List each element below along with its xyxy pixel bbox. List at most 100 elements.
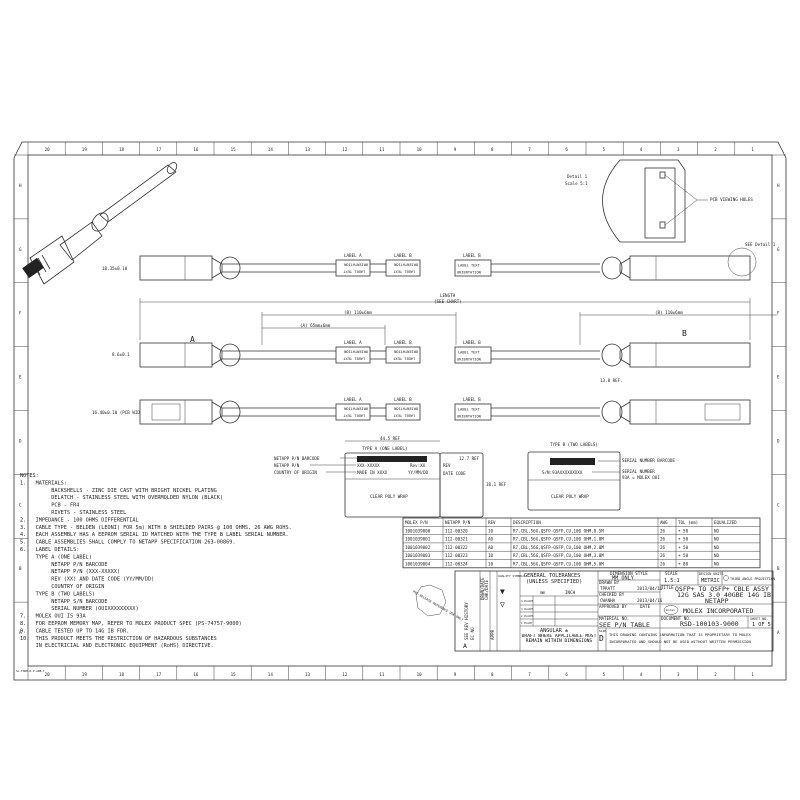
label-a-ref-width: 44.5 REF: [380, 436, 401, 441]
table-cell: 1001039002: [405, 545, 431, 550]
table-cell: 112-00323: [445, 553, 468, 558]
zone-column-label: 8: [491, 147, 494, 152]
company: MOLEX INCORPORATED: [683, 607, 754, 615]
table-header: NETAPP P/N: [445, 520, 471, 525]
serial-barcode-label: SERIAL NUMBER BARCODE: [622, 458, 675, 463]
zone-column-label: 2: [714, 672, 717, 677]
detail-1-circle: [727, 247, 757, 277]
connector-a: [139, 342, 213, 368]
label-type-a: 44.5 REF TYPE A (ONE LABEL) NETAPP P/N B…: [274, 436, 507, 518]
zone-column-label: 11: [379, 147, 385, 152]
table-cell: A0: [488, 545, 494, 550]
cable-assembly-views: 18.35±0.10 8.6±0.1 16.40±0.10 (PCB WIDTH…: [92, 247, 777, 425]
zone-row-label: G: [19, 247, 22, 252]
label-text: LABEL TEXT: [393, 414, 415, 418]
orientation-text: ORIENTATION: [394, 263, 418, 267]
checked-by-label: CHECKED BY: [599, 592, 625, 597]
table-cell: NO: [714, 537, 720, 542]
rev-label: REV: [443, 463, 451, 468]
note-line: BACKSHELLS - ZINC DIE CAST WITH BRIGHT N…: [20, 488, 217, 494]
drawn-by-label: DRAWN BY: [599, 580, 620, 585]
zone-row-label: C: [777, 502, 780, 507]
zone-row-label: D: [19, 438, 22, 443]
zone-column-label: 20: [45, 672, 51, 677]
table-cell: 112-00322: [445, 545, 468, 550]
pull-tab-loop: [219, 343, 241, 367]
pull-tab-loop: [601, 400, 623, 424]
notes-block: NOTES:1. MATERIALS: BACKSHELLS - ZINC DI…: [20, 473, 292, 649]
zone-column-label: 20: [45, 147, 51, 152]
table-cell: + 50: [678, 537, 689, 542]
connector-b: [629, 399, 751, 425]
zone-row-label: B: [19, 566, 22, 571]
zone-row-label: D: [777, 438, 780, 443]
note-line: 3. CABLE TYPE - BELDEN (LEONI) FOR 5m) W…: [20, 525, 292, 531]
table-cell: 26: [660, 562, 666, 567]
appr: APPR: [490, 629, 495, 640]
zone-row-label: F: [19, 311, 22, 316]
pn-value: XXX-XXXXX: [357, 463, 380, 468]
pull-tab-loop: [601, 343, 623, 367]
table-cell: R7,CBL,56G,QSFP-QSFP,CU,100 OHM,0.5M: [513, 528, 604, 533]
table-header: REV: [488, 520, 496, 525]
orientation-text: ORIENTATION: [344, 350, 368, 354]
zone-column-label: 10: [417, 147, 423, 152]
note-line: 4. EACH ASSEMBLY HAS A EEPROM SERIAL ID …: [20, 532, 289, 538]
label-b-box: [454, 259, 492, 277]
zone-column-label: 14: [268, 147, 274, 152]
unless-specified: (UNLESS SPECIFIED): [526, 579, 582, 585]
label-a-title: LABEL A: [344, 253, 362, 258]
label-b-title: LABEL B: [463, 253, 481, 258]
note-line: DELATCH - STAINLESS STEEL WITH OVERMOLDE…: [20, 495, 223, 501]
projection-symbol-icon: [723, 575, 729, 581]
note-line: 8. FOR EEPROM MEMORY MAP, REFER TO MOLEX…: [20, 621, 242, 627]
scale-label: SCALE: [665, 571, 678, 576]
zone-column-label: 12: [342, 147, 348, 152]
zone-row-label: B: [777, 566, 780, 571]
pull-tab-loop: [219, 400, 241, 424]
zone-column-label: 4: [640, 147, 643, 152]
dim-height-top: 18.35±0.10: [102, 266, 128, 271]
zone-column-label: 16: [193, 147, 199, 152]
label-b-box: [454, 403, 492, 421]
zone-column-label: 15: [231, 147, 237, 152]
zone-column-label: 17: [156, 147, 162, 152]
zone-column-label: 15: [231, 672, 237, 677]
units-label: DESIGN UNITS: [699, 572, 724, 576]
barcode-b: [550, 458, 595, 465]
label-a-box: [335, 403, 371, 421]
oui-label: 93A = MOLEX OUI: [622, 475, 660, 480]
clear-poly-wrap-b: CLEAR POLY WRAP: [551, 494, 589, 499]
table-cell: + 80: [678, 562, 689, 567]
zone-row-label: H: [777, 183, 780, 188]
table-cell: NO: [714, 545, 720, 550]
isometric-connector-view: [22, 162, 178, 285]
table-cell: R7,CBL,56G,QSFP-QSFP,CU,100 OHM,1.0M: [513, 537, 604, 542]
zone-column-label: 18: [119, 147, 125, 152]
table-cell: 112-00321: [445, 537, 468, 542]
label-a-title: TYPE A (ONE LABEL): [362, 446, 407, 451]
title-line-2: 12G SAS 3.0 40GBE 14G IB: [677, 591, 771, 599]
rev-value: Rev:XX: [410, 463, 426, 468]
pull-tab-loop: [219, 256, 241, 280]
label-b-box: [385, 259, 421, 277]
table-cell: R7,CBL,56G,QSFP-QSFP,CU,100 OHM,3.0M: [513, 553, 604, 558]
note-line: SERIAL NUMBER (OUIXXXXXXXXX): [20, 606, 139, 612]
label-text: LABEL TEXT: [393, 270, 415, 274]
title-line-3: NETAPP: [705, 597, 729, 605]
label-type-b: TYPE B (TWO LABELS) S/N:93AXXXXXXXXX SER…: [527, 442, 675, 511]
label-a-box: [335, 346, 371, 364]
zone-column-label: 9: [454, 147, 457, 152]
note-line: COUNTRY OF ORIGIN: [20, 584, 104, 590]
connector-b: [629, 342, 751, 368]
zone-column-label: 4: [640, 672, 643, 677]
note-line: 7. MOLEX OUI IS 93A: [20, 614, 86, 620]
tol-place-4: 4 PLACES: [521, 599, 534, 603]
label-b-box: [385, 346, 421, 364]
